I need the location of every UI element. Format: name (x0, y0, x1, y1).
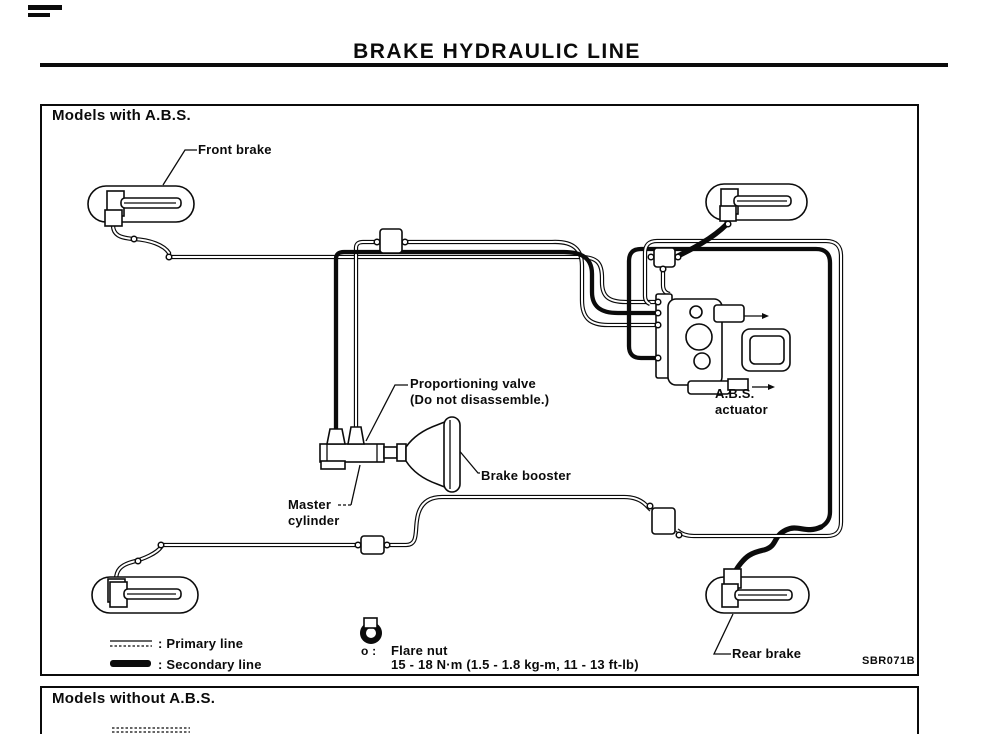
front-right-brake (705, 183, 808, 222)
rear-right-brake (705, 568, 810, 614)
master-cylinder-label-line1: Master (288, 497, 332, 512)
master-cylinder-label-line2: cylinder (288, 512, 340, 528)
legend-secondary-line: : Secondary line (158, 657, 262, 672)
legend-primary-line: : Primary line (158, 636, 244, 651)
brake-booster (396, 416, 461, 493)
proportioning-valve-label: Proportioning valve (Do not disassemble.… (410, 376, 549, 407)
front-left-brake (87, 185, 195, 227)
flare-nut-prefix: o : (361, 644, 377, 658)
primary-line-junction-to-actuator (400, 239, 656, 328)
primary-line-master-to-junction (353, 239, 382, 429)
secondary-line-symbol (110, 660, 151, 667)
primary-line-rear-left (113, 494, 653, 581)
primary-line-symbol (110, 640, 152, 647)
front-brake-label: Front brake (198, 142, 272, 157)
section-heading-without-abs: Models without A.B.S. (52, 690, 216, 707)
title-rule (40, 63, 948, 67)
rear-left-brake (91, 576, 199, 614)
proportioning-valve-label-line2: (Do not disassemble.) (410, 391, 550, 407)
next-figure-stub (112, 727, 190, 733)
flare-nut-fittings (130, 220, 732, 565)
brake-booster-label: Brake booster (481, 468, 572, 483)
figure-code: SBR071B (862, 655, 916, 667)
abs-actuator (655, 293, 791, 395)
master-cylinder (319, 426, 398, 470)
abs-actuator-label-line1: A.B.S. (715, 386, 755, 401)
primary-line-loop-to-rear (642, 238, 844, 539)
page-title: BRAKE HYDRAULIC LINE (353, 40, 641, 63)
pipe-connectors (360, 228, 676, 555)
rear-brake-label: Rear brake (732, 646, 802, 661)
secondary-line-master-to-actuator (333, 249, 656, 430)
abs-actuator-label: A.B.S. actuator (715, 386, 768, 417)
models-without-abs-panel (40, 686, 919, 734)
scan-artifact (28, 5, 62, 17)
secondary-line-loop-to-rear (626, 246, 833, 580)
wrench-icon (360, 617, 382, 644)
proportioning-valve-label-line1: Proportioning valve (410, 376, 536, 391)
master-cylinder-label: Master cylinder (288, 497, 339, 528)
section-heading-with-abs: Models with A.B.S. (52, 107, 192, 124)
abs-actuator-label-line2: actuator (715, 401, 768, 417)
flare-nut-label: Flare nut (391, 643, 448, 658)
flare-nut-torque: 15 - 18 N·m (1.5 - 1.8 kg-m, 11 - 13 ft-… (391, 657, 639, 672)
models-with-abs-panel (40, 104, 919, 676)
